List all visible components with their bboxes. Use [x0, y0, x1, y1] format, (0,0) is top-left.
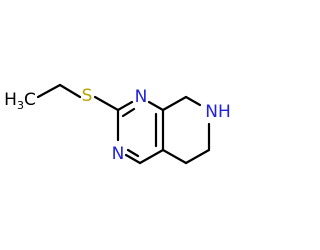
methyl-subscript: 3	[17, 99, 24, 112]
bond-c8-nh	[184, 95, 202, 107]
methyl-h: H	[4, 90, 17, 110]
sulfur-atom: S	[82, 86, 93, 106]
bond-c4a-c4	[138, 148, 165, 165]
structure-canvas: H3C S N N NH	[4, 83, 231, 165]
bond-c2-n1-double	[121, 107, 136, 118]
bond-s-c2	[93, 95, 120, 112]
bond-c5-c4a	[161, 148, 188, 165]
bond-c8a-c8	[161, 95, 188, 112]
methyl-label: H3C	[4, 90, 36, 112]
bond-c4-n3	[124, 153, 142, 165]
atom-label-layer: H3C S N N NH	[4, 86, 231, 164]
molecule-diagram: H3C S N N NH	[4, 83, 231, 165]
bond-c6-c5	[184, 148, 211, 165]
bond-ch2-s	[58, 83, 82, 99]
bond-n1-c8a	[147, 100, 165, 112]
amine-nh-atom: NH	[205, 102, 231, 122]
methyl-c: C	[24, 90, 36, 110]
bond-layer	[36, 83, 211, 165]
bond-ch3-ch2	[36, 83, 62, 99]
bond-c2-n1	[116, 100, 134, 112]
bond-c4-n3-double	[126, 148, 140, 158]
nitrogen-atom-3: N	[112, 144, 125, 164]
nitrogen-atom-1: N	[135, 87, 148, 107]
